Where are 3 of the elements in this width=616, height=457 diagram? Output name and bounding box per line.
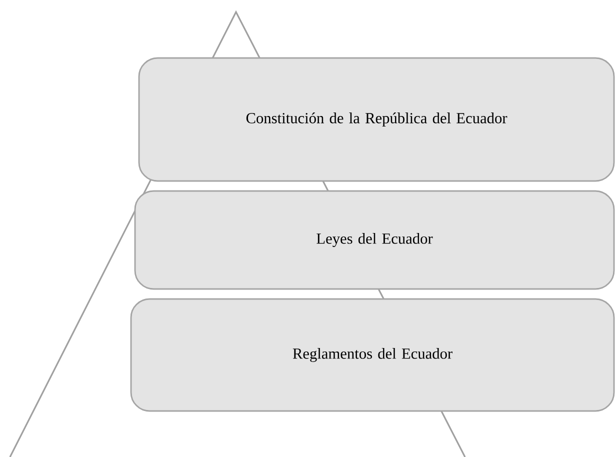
level-box: Leyes del Ecuador xyxy=(134,190,615,290)
level-box: Constitución de la República del Ecuador xyxy=(138,57,615,182)
level-box: Reglamentos del Ecuador xyxy=(130,298,615,412)
